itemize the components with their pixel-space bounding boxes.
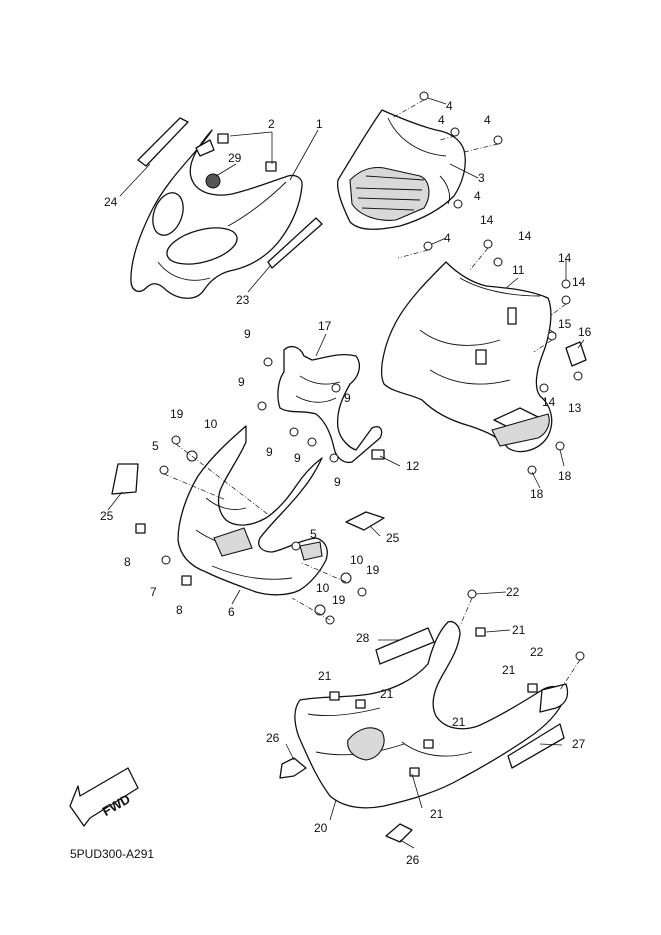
fasteners xyxy=(159,91,585,661)
pad-26b-part xyxy=(385,823,413,843)
callout-9d: 9 xyxy=(266,445,273,459)
callout-29: 29 xyxy=(228,151,242,165)
callout-9c: 9 xyxy=(344,391,351,405)
callout-26a: 26 xyxy=(266,731,280,745)
callout-4e: 4 xyxy=(444,231,451,245)
callout-26b: 26 xyxy=(406,853,420,867)
callout-21a: 21 xyxy=(512,623,526,637)
callout-11: 11 xyxy=(512,263,525,277)
callout-4b: 4 xyxy=(438,113,445,127)
callout-15: 15 xyxy=(558,317,572,331)
callout-9b: 9 xyxy=(238,375,245,389)
callout-16: 16 xyxy=(578,325,592,339)
decal-27-part xyxy=(507,723,565,769)
callout-25a: 25 xyxy=(100,509,114,523)
decal-24-part xyxy=(137,117,189,167)
callout-14b: 14 xyxy=(518,229,532,243)
callout-10b: 10 xyxy=(350,553,364,567)
callout-21f: 21 xyxy=(430,807,444,821)
front-panel-part xyxy=(336,109,466,230)
bracket-17-part xyxy=(277,345,383,464)
callout-18b: 18 xyxy=(530,487,544,501)
callout-28: 28 xyxy=(356,631,370,645)
decal-23-part xyxy=(267,217,323,269)
callout-14e: 14 xyxy=(542,395,556,409)
callout-18a: 18 xyxy=(558,469,572,483)
clip-2b-part xyxy=(265,161,277,172)
inner-panel-part xyxy=(381,261,553,453)
callout-1: 1 xyxy=(316,117,323,131)
decal-28-part xyxy=(375,627,435,665)
callout-8a: 8 xyxy=(124,555,131,569)
callout-12: 12 xyxy=(406,459,420,473)
callout-10c: 10 xyxy=(316,581,330,595)
callout-23: 23 xyxy=(236,293,250,307)
callout-27: 27 xyxy=(572,737,586,751)
callout-14a: 14 xyxy=(480,213,494,227)
callout-19b: 19 xyxy=(366,563,380,577)
callout-3: 3 xyxy=(478,171,485,185)
callout-25b: 25 xyxy=(386,531,400,545)
clip-12-part xyxy=(371,449,385,460)
callout-21b: 21 xyxy=(502,663,516,677)
callout-4a: 4 xyxy=(446,99,453,113)
floor-cover-part xyxy=(294,620,569,809)
callout-22a: 22 xyxy=(506,585,520,599)
callout-5b: 5 xyxy=(310,527,317,541)
callout-7: 7 xyxy=(150,585,157,599)
callout-19a: 19 xyxy=(170,407,184,421)
callout-10a: 10 xyxy=(204,417,218,431)
callout-4c: 4 xyxy=(484,113,491,127)
callout-8b: 8 xyxy=(176,603,183,617)
callout-9f: 9 xyxy=(334,475,341,489)
callout-9a: 9 xyxy=(244,327,251,341)
diagram-code: 5PUD300-A291 xyxy=(70,847,154,861)
callout-9e: 9 xyxy=(294,451,301,465)
callout-24: 24 xyxy=(104,195,118,209)
lower-front-cover-part xyxy=(177,425,328,596)
pad-26a-part xyxy=(279,757,307,779)
callout-labels: 1 2 29 24 23 4 4 4 3 4 4 14 14 11 14 14 … xyxy=(100,99,592,867)
callout-21c: 21 xyxy=(318,669,332,683)
leader-lines xyxy=(107,97,585,849)
callout-13: 13 xyxy=(568,401,582,415)
grommet-16-part xyxy=(565,341,587,367)
pad-25a-part xyxy=(111,463,139,495)
callout-4d: 4 xyxy=(474,189,481,203)
callout-21e: 21 xyxy=(452,715,466,729)
pad-25b-part xyxy=(345,511,385,531)
assembly-lines xyxy=(163,99,581,691)
callout-6: 6 xyxy=(228,605,235,619)
callout-21d: 21 xyxy=(380,687,394,701)
callout-17: 17 xyxy=(318,319,332,333)
callout-5a: 5 xyxy=(152,439,159,453)
clip-2-part xyxy=(217,133,229,144)
clip-nuts xyxy=(135,523,538,777)
front-cowl-part xyxy=(130,129,303,299)
fwd-arrow: FWD xyxy=(69,767,139,827)
callout-14d: 14 xyxy=(572,275,586,289)
callout-22b: 22 xyxy=(530,645,544,659)
callout-14c: 14 xyxy=(558,251,572,265)
callout-20: 20 xyxy=(314,821,328,835)
callout-19c: 19 xyxy=(332,593,346,607)
callout-2: 2 xyxy=(268,117,275,131)
